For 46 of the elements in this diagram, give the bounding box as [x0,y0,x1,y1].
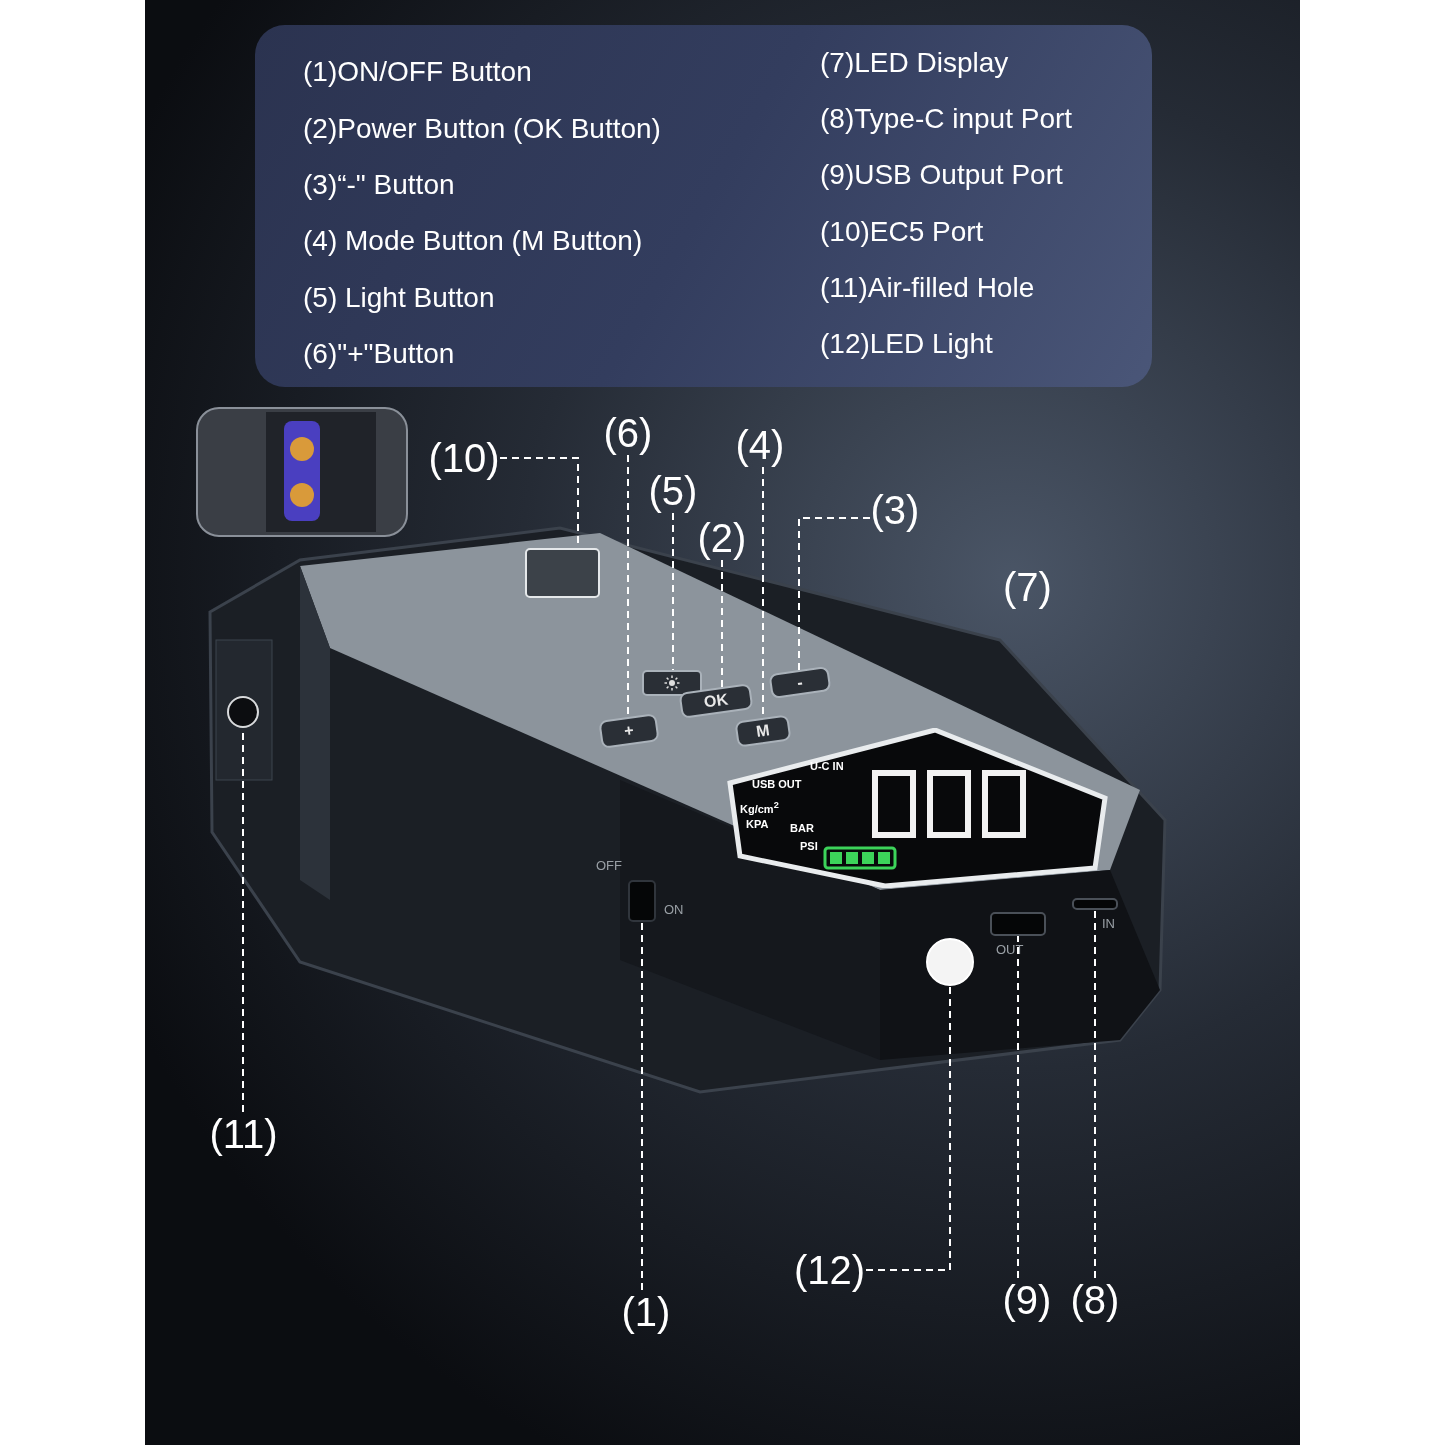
port-marking: IN [1102,916,1115,931]
port-marking: OUT [996,942,1024,957]
legend-text: (11)Air-filled Hole [820,271,1035,305]
callout-number: (7) [1003,565,1052,609]
type-c-port [1072,898,1118,910]
display-text: U-C IN [810,760,844,772]
callout-number: (9) [1002,1278,1052,1322]
legend-text: (1)ON/OFF Button [303,55,532,89]
display-text: KPA [746,818,769,830]
light-button [642,670,702,696]
leader-line [672,512,674,671]
callout-number: (11) [207,1112,280,1156]
callout-number: (3) [870,488,920,532]
legend-text: (5) Light Button [303,281,495,315]
legend-text: (6)"+"Button [303,337,455,371]
callout-number: (8) [1070,1278,1120,1322]
display-text: Kg/cm$^{2}$ [740,800,779,815]
display-text: USB OUT [752,778,802,790]
leader-line [721,559,723,689]
callout-number: (2) [697,516,747,560]
legend-text: (4) Mode Button (M Button) [303,224,643,258]
legend-text: (9)USB Output Port [820,158,1063,192]
callout-number: (1) [621,1290,671,1334]
leader-line [1017,935,1019,1279]
port-marking: ON [664,902,684,917]
leader-line [641,921,643,1291]
leader-line [798,517,871,671]
display-text: BAR [790,822,814,834]
callout-number: (12) [793,1248,866,1292]
port-marking: OFF [596,858,622,873]
legend-text: (10)EC5 Port [820,215,984,249]
display-text: PSI [800,840,818,852]
callout-number: (5) [648,469,698,513]
legend-text: (2)Power Button (OK Button) [303,112,661,146]
callout-number: (10) [428,436,500,480]
leader-line [1094,909,1096,1279]
leader-line [865,985,951,1271]
legend-text: (12)LED Light [820,327,993,361]
callout-number: (6) [603,411,653,455]
port-recess [525,548,600,598]
legend-text: (7)LED Display [820,46,1009,80]
legend-text: (3)“-" Button [303,168,455,202]
legend-text: (8)Type-C input Port [820,102,1073,136]
usb-port [990,912,1046,936]
callout-number: (4) [735,423,785,467]
power-switch [628,880,656,922]
